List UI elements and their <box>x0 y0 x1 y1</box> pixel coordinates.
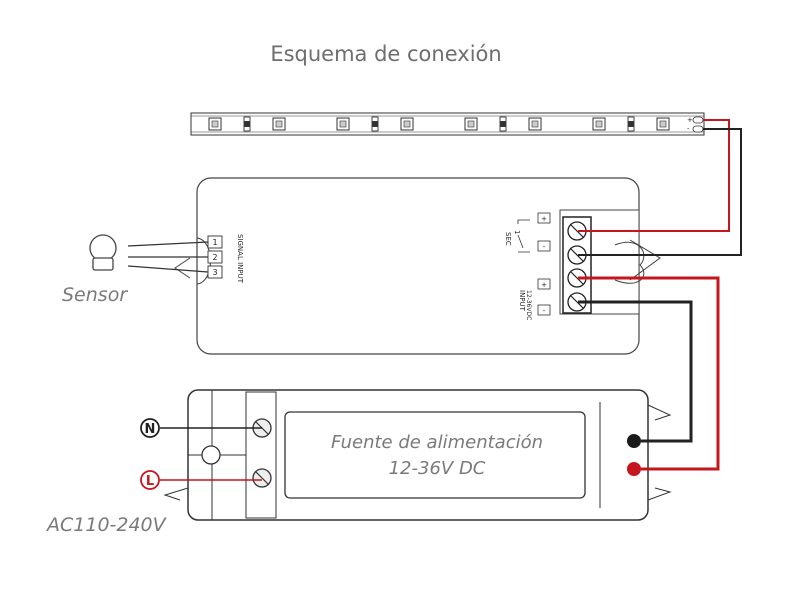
strip-led-core <box>531 120 539 128</box>
strip-resistor-band <box>244 121 250 127</box>
wire-input-positive <box>578 276 720 471</box>
controller-screw-slot <box>570 295 584 309</box>
strip-resistor-band <box>628 121 634 127</box>
wire-input-negative <box>578 300 693 443</box>
controller-screw-slot <box>570 248 584 262</box>
dc-output-negative <box>627 434 641 448</box>
power-supply-voltage: 12-36V DC <box>389 458 486 479</box>
wires <box>578 119 742 471</box>
input-voltage-label: 12-36VDC <box>525 290 532 320</box>
sec-label: SEC <box>504 232 512 246</box>
power-supply-title: Fuente de alimentación <box>331 432 543 453</box>
strip-led-core <box>211 120 219 128</box>
signal-terminal-2: 2 <box>212 253 217 262</box>
diagram-title: Esquema de conexión <box>270 42 501 66</box>
signal-terminal-1: 1 <box>212 238 217 247</box>
neutral-label: N <box>145 422 156 437</box>
power-supply-label-panel <box>284 411 586 499</box>
ac-voltage-label: AC110-240V <box>45 514 168 536</box>
sec-number: 1 <box>513 230 521 234</box>
strip-led-core <box>339 120 347 128</box>
controller-module: + - + - SEC 1 INPUT 12-36VDC 1 2 3 SIGNA… <box>174 177 661 355</box>
strip-plus-label: + <box>687 116 693 124</box>
sensor: Sensor <box>62 234 209 306</box>
strip-led-core <box>467 120 475 128</box>
strip-minus-pad <box>692 125 704 133</box>
strip-plus-pad <box>692 116 704 124</box>
wire-strip-negative <box>578 128 742 256</box>
sec-minus-label: - <box>543 243 546 251</box>
live-symbol <box>140 470 160 490</box>
controller-screw-slot <box>570 271 584 285</box>
sensor-label: Sensor <box>62 284 128 306</box>
strip-resistor-band <box>500 121 506 127</box>
input-label: INPUT <box>518 290 526 312</box>
strip-led-core <box>275 120 283 128</box>
input-plus-label: + <box>541 281 547 289</box>
live-label: L <box>146 474 154 489</box>
signal-terminals: 1 2 3 <box>207 235 223 279</box>
controller-screw-slot <box>570 224 584 238</box>
ground-point <box>201 445 221 465</box>
sec-plus-label: + <box>541 215 547 223</box>
neutral-symbol <box>140 418 160 438</box>
signal-terminal-3: 3 <box>212 268 217 277</box>
wire-strip-positive <box>578 119 730 232</box>
signal-input-label: SIGNAL INPUT <box>236 234 244 284</box>
dc-output-positive <box>627 462 641 476</box>
strip-led-core <box>659 120 667 128</box>
led-strip: + - <box>190 112 705 136</box>
strip-minus-label: - <box>687 125 690 133</box>
strip-led-core <box>403 120 411 128</box>
input-minus-label: - <box>543 307 546 315</box>
power-supply: Fuente de alimentación 12-36V DC N L AC1… <box>45 389 672 536</box>
strip-led-core <box>595 120 603 128</box>
strip-resistor-band <box>372 121 378 127</box>
